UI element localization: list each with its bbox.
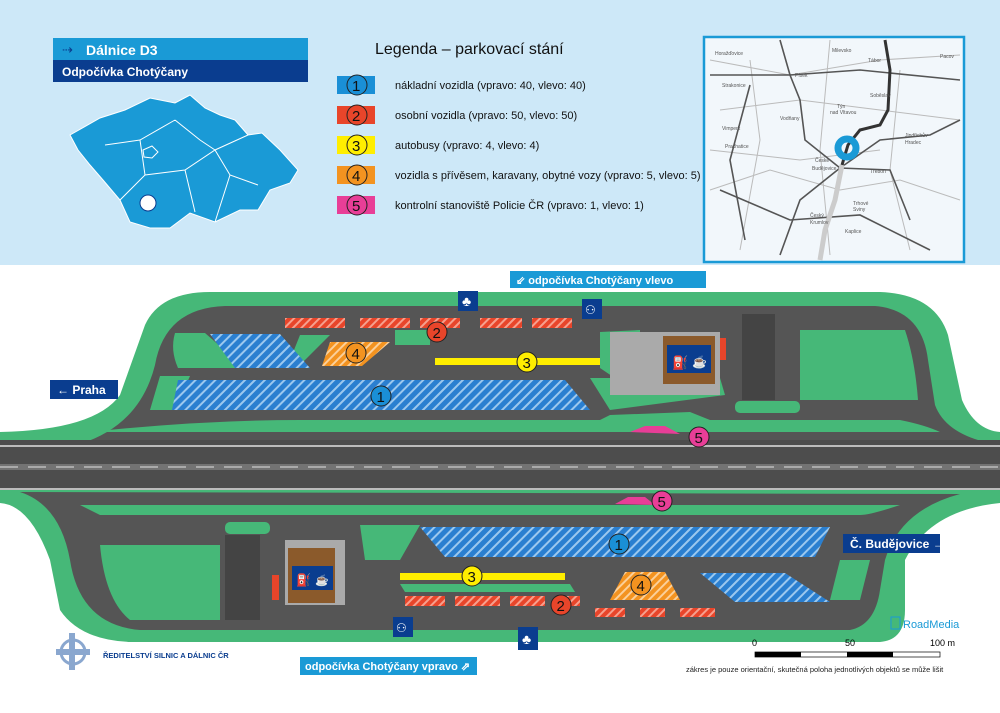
- svg-text:1: 1: [377, 389, 385, 406]
- town-label: Soběslav: [870, 93, 891, 99]
- svg-text:0: 0: [752, 638, 757, 648]
- fuel-icon: ⛽: [296, 573, 311, 587]
- legend-label: nákladní vozidla (vpravo: 40, vlevo: 40): [395, 80, 586, 92]
- parking-marker-2: 2: [550, 594, 572, 616]
- parking-marker-4: 4: [630, 574, 652, 596]
- top-rest-area: ⛽☕: [0, 292, 1000, 446]
- legend-item: 3 autobusy (vpravo: 4, vlevo: 4): [337, 134, 539, 156]
- svg-text:2: 2: [433, 325, 441, 342]
- rest-area-name: Odpočívka Chotýčany: [62, 65, 188, 79]
- svg-text:← Praha: ← Praha: [57, 383, 106, 397]
- legend-label: kontrolní stanoviště Policie ČR (vpravo:…: [395, 199, 644, 212]
- town-label: Milevsko: [832, 48, 852, 54]
- legend-label: vozidla s přívěsem, karavany, obytné voz…: [395, 170, 700, 182]
- svg-text:50: 50: [845, 638, 855, 648]
- label-left-rest-area: ⇙ odpočívka Chotýčany vlevo: [510, 271, 706, 288]
- svg-text:100 m: 100 m: [930, 638, 955, 648]
- svg-text:2: 2: [557, 598, 565, 615]
- legend-label: osobní vozidla (vpravo: 50, vlevo: 50): [395, 110, 577, 122]
- fuel-icon: ⛽: [672, 355, 688, 370]
- playground-icon: ⚇: [585, 303, 596, 317]
- picnic-tree-icon: ♣: [522, 631, 531, 647]
- legend-title: Legenda – parkovací stání: [375, 41, 564, 58]
- town-label: České: [815, 157, 829, 164]
- town-label: Pacov: [940, 54, 954, 60]
- highway-name: Dálnice D3: [86, 42, 158, 58]
- roadmedia-logo: RoadMedia: [890, 616, 960, 631]
- playground-icon: ⚇: [396, 621, 407, 635]
- bottom-rest-area: ⛽☕: [0, 490, 1000, 642]
- svg-text:3: 3: [468, 569, 476, 586]
- location-marker: [139, 194, 157, 212]
- legend-item: 1 nákladní vozidla (vpravo: 40, vlevo: 40…: [337, 74, 586, 96]
- svg-text:3: 3: [352, 138, 360, 155]
- czech-map: [69, 94, 299, 229]
- town-label: nad Vltavou: [830, 110, 857, 116]
- disclaimer: zákres je pouze orientační, skutečná pol…: [686, 665, 944, 674]
- town-label: Kaplice: [845, 229, 862, 235]
- town-label: Strakonice: [722, 83, 746, 89]
- parking-marker-3: 3: [516, 351, 538, 373]
- svg-text:⇙ odpočívka Chotýčany vlevo: ⇙ odpočívka Chotýčany vlevo: [516, 275, 673, 287]
- town-label: Třeboň: [870, 169, 886, 175]
- legend-item: 2 osobní vozidla (vpravo: 50, vlevo: 50): [337, 104, 577, 126]
- svg-text:Č. Budějovice →: Č. Budějovice →: [850, 536, 945, 551]
- town-label: Hradec: [905, 140, 922, 146]
- svg-text:4: 4: [352, 346, 360, 363]
- label-right-rest-area: odpočívka Chotýčany vpravo ⇗: [300, 657, 477, 675]
- town-label: Tábor: [868, 58, 881, 64]
- parking-marker-1: 1: [370, 385, 392, 407]
- svg-text:ŘEDITELSTVÍ SILNIC A DÁLNIC ČR: ŘEDITELSTVÍ SILNIC A DÁLNIC ČR: [103, 651, 229, 660]
- parking-marker-2: 2: [426, 321, 448, 343]
- arrow-right-icon: ⇢: [62, 42, 73, 57]
- parking-marker-3: 3: [461, 565, 483, 587]
- legend: 1 nákladní vozidla (vpravo: 40, vlevo: 40…: [337, 74, 700, 216]
- scale-bar: 0 50 100 m: [752, 638, 955, 658]
- town-label: Český: [810, 212, 824, 219]
- town-label: Vimperk: [722, 126, 741, 132]
- picnic-tree-icon: ♣: [462, 293, 471, 309]
- direction-praha: ← Praha: [50, 380, 118, 399]
- town-label: Horažďovice: [715, 51, 743, 57]
- svg-text:RoadMedia: RoadMedia: [903, 619, 960, 631]
- legend-item: 4 vozidla s přívěsem, karavany, obytné vo…: [337, 164, 700, 186]
- parking-marker-5: 5: [688, 426, 710, 448]
- svg-text:4: 4: [352, 168, 360, 185]
- svg-text:2: 2: [352, 108, 360, 125]
- direction-budejovice: Č. Budějovice →: [843, 534, 945, 553]
- legend-item: 5 kontrolní stanoviště Policie ČR (vpravo…: [337, 194, 644, 216]
- svg-text:5: 5: [695, 430, 703, 447]
- town-label: Vodňany: [780, 116, 800, 122]
- svg-text:odpočívka Chotýčany vpravo ⇗: odpočívka Chotýčany vpravo ⇗: [305, 661, 470, 673]
- town-label: Prachatice: [725, 144, 749, 150]
- parking-marker-4: 4: [345, 342, 367, 364]
- toll-structure: [225, 535, 260, 620]
- svg-text:1: 1: [615, 537, 623, 554]
- svg-text:4: 4: [637, 578, 645, 595]
- rsd-logo: ŘEDITELSTVÍ SILNIC A DÁLNIC ČR: [56, 633, 229, 670]
- town-label: Trhové: [853, 201, 869, 207]
- town-label: Jindřichův: [905, 132, 928, 139]
- coffee-icon: ☕: [692, 354, 707, 369]
- town-label: Písek: [795, 73, 808, 79]
- parking-marker-5: 5: [651, 490, 673, 512]
- svg-text:5: 5: [658, 494, 666, 511]
- coffee-icon: ☕: [315, 573, 329, 587]
- town-label: Krumlov: [810, 220, 829, 226]
- svg-text:1: 1: [352, 78, 360, 95]
- town-label: Sviny: [853, 207, 866, 213]
- town-label: Budějovice: [812, 166, 837, 172]
- parking-marker-1: 1: [608, 533, 630, 555]
- title-box: ⇢ Dálnice D3 Odpočívka Chotýčany: [53, 38, 308, 82]
- svg-text:3: 3: [523, 355, 531, 372]
- toll-structure: [742, 314, 775, 400]
- town-label: Týn: [837, 104, 846, 110]
- legend-label: autobusy (vpravo: 4, vlevo: 4): [395, 140, 539, 152]
- svg-text:5: 5: [352, 198, 360, 215]
